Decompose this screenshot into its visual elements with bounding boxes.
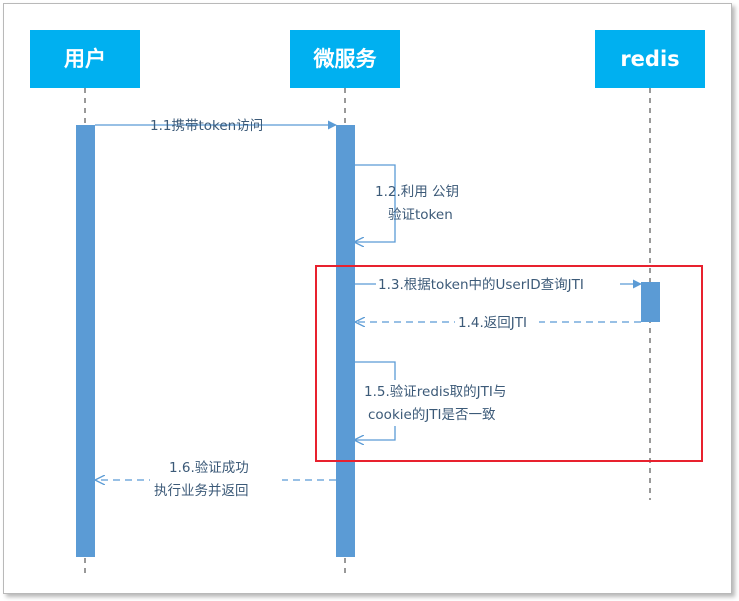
activation-ms [336, 125, 355, 557]
label-m6-line1: 1.6.验证成功 [169, 460, 249, 476]
label-m6: 1.6.验证成功 执行业务并返回 [154, 460, 253, 499]
label-m5-line1: 1.5.验证redis取的JTI与 [364, 384, 506, 400]
label-m4-line1: 1.4.返回JTI [458, 315, 527, 331]
label-m4-bg [455, 311, 539, 333]
label-m3-line1: 1.3.根据token中的UserID查询JTI [378, 277, 584, 293]
label-m1: 1.1携带token访问 [150, 118, 263, 134]
label-m6-bg [150, 458, 282, 500]
participant-ms: 微服务 [290, 30, 400, 88]
activation-user [76, 125, 95, 557]
label-m2: 1.2.利用 公钥 验证token [375, 184, 463, 223]
activation-redis [641, 282, 660, 322]
label-m5-bg [362, 380, 534, 426]
label-m2-line1: 1.2.利用 公钥 [375, 184, 459, 200]
label-m3: 1.3.根据token中的UserID查询JTI [378, 277, 584, 293]
label-m5: 1.5.验证redis取的JTI与 cookie的JTI是否一致 [364, 384, 511, 423]
arrow-m2 [355, 164, 396, 242]
diagram-frame [3, 3, 732, 594]
participant-redis-label: redis [620, 47, 679, 71]
participant-user: 用户 [30, 30, 140, 88]
participant-ms-label: 微服务 [313, 47, 378, 71]
participant-redis: redis [595, 30, 705, 88]
participant-user-label: 用户 [64, 47, 106, 71]
label-m4: 1.4.返回JTI [458, 315, 527, 331]
highlight-box [315, 265, 703, 462]
label-m3-bg [376, 272, 620, 294]
label-m1-line1: 1.1携带token访问 [150, 118, 263, 134]
label-m2-line2: 验证token [388, 207, 453, 223]
label-m6-line2: 执行业务并返回 [154, 483, 249, 499]
label-m5-line2: cookie的JTI是否一致 [368, 407, 496, 423]
